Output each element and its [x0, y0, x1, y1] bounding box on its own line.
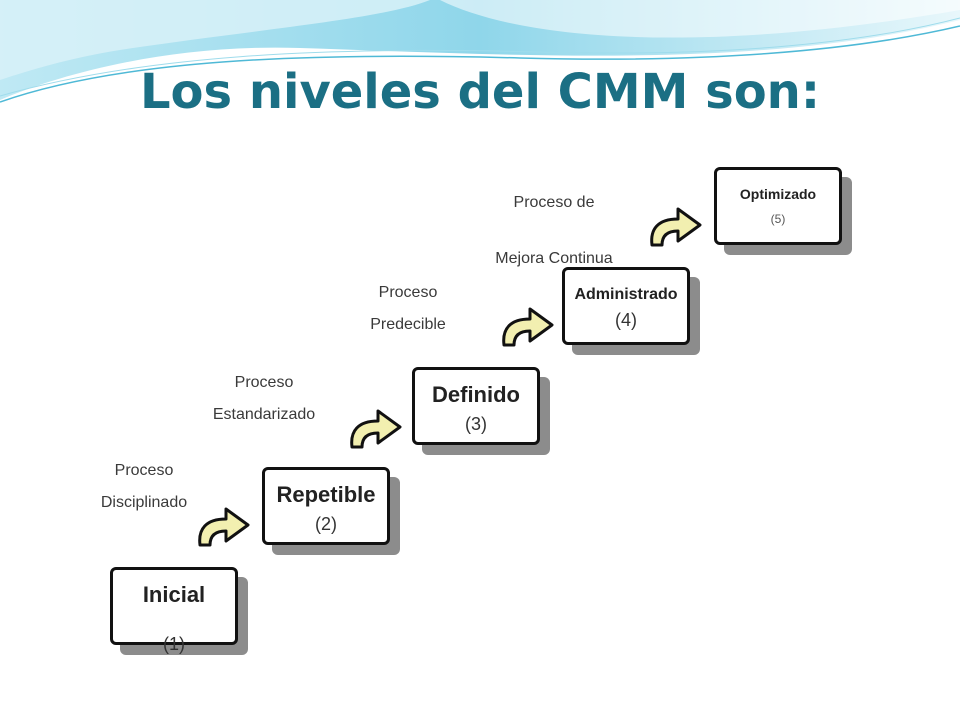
curved-arrow-right-icon: [650, 207, 702, 247]
process-4-line1: Proceso de: [513, 194, 595, 211]
process-label-4: Proceso de Mejora Continua: [484, 175, 624, 287]
process-label-2: Proceso Estandarizado: [204, 367, 324, 431]
level-5-box: Optimizado (5): [714, 167, 842, 245]
level-1-box: Inicial (1): [110, 567, 238, 654]
process-2-line2: Estandarizado: [212, 406, 316, 423]
curved-arrow-right-icon: [198, 507, 250, 547]
process-4-line2: Mejora Continua: [495, 250, 613, 267]
process-label-3: Proceso Predecible: [358, 277, 458, 341]
level-2-number: (2): [315, 514, 337, 534]
level-4-box: Administrado (4): [562, 267, 690, 345]
curved-arrow-right-icon: [350, 409, 402, 449]
level-1-name: Inicial: [142, 582, 206, 607]
level-1-number: (1): [163, 634, 185, 654]
level-5-number: (5): [770, 212, 786, 226]
level-3-name: Definido: [432, 382, 520, 407]
level-4-name: Administrado: [574, 286, 678, 303]
level-5-name: Optimizado: [739, 186, 817, 202]
level-3-box: Definido (3): [412, 367, 540, 445]
level-3-number: (3): [465, 414, 487, 434]
cmm-staircase-diagram: Inicial (1) Repetible (2) Definido (3) A…: [100, 165, 858, 670]
process-label-1: Proceso Disciplinado: [94, 455, 194, 519]
process-3-line1: Proceso: [378, 284, 438, 301]
level-2-box: Repetible (2): [262, 467, 390, 545]
process-1-line2: Disciplinado: [100, 494, 188, 511]
level-4-number: (4): [615, 310, 637, 330]
process-2-line1: Proceso: [234, 374, 294, 391]
level-2-name: Repetible: [276, 482, 376, 507]
curved-arrow-right-icon: [502, 307, 554, 347]
process-1-line1: Proceso: [114, 462, 174, 479]
process-3-line2: Predecible: [370, 316, 446, 333]
slide-title: Los niveles del CMM son:: [139, 64, 821, 120]
header-swoosh: [0, 0, 960, 103]
